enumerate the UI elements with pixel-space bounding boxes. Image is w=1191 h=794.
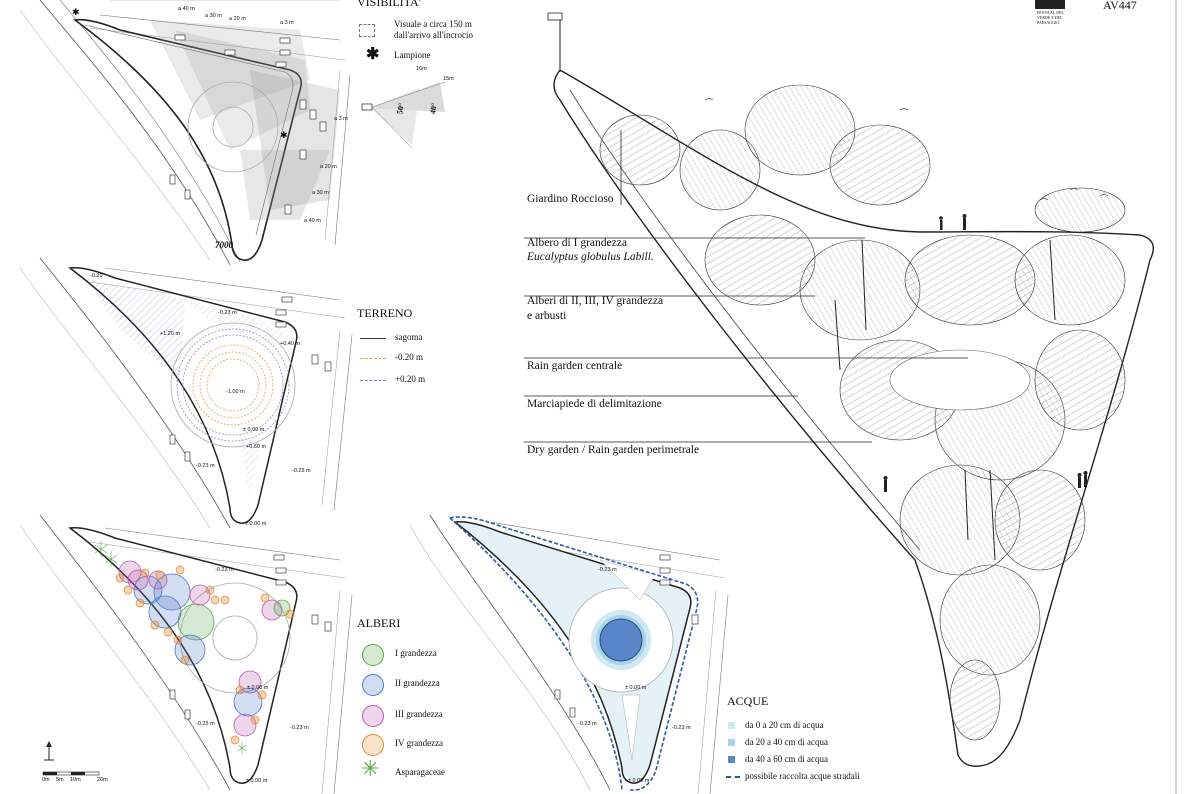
level-label: -0.23 m (578, 721, 597, 727)
dashed-square-icon (359, 24, 375, 37)
visibility-title: VISIBILITA' (357, 0, 421, 9)
water-legend-label: da 0 a 20 cm di acqua (745, 720, 824, 730)
terrain-title: TERRENO (357, 306, 413, 320)
svg-text:✱: ✱ (72, 7, 80, 17)
water-title: ACQUE (727, 694, 769, 708)
scale-label: 0m (42, 777, 50, 783)
level-label: -0.23 m (598, 567, 617, 573)
water-legend-label: da 20 a 40 cm di acqua (745, 737, 828, 747)
level-label: ± 0.00 m (628, 778, 650, 784)
perspective-sketch (547, 12, 1154, 767)
tree-size-1-icon (362, 644, 384, 666)
tree-legend-label: III grandezza (395, 709, 443, 719)
water-40-60-swatch (728, 756, 735, 763)
callout-trees-2-4: Alberi di II, III, IV grandezza (527, 295, 664, 307)
visibility-legend-label: Visuale a circa 150 m dall'arrivo all'in… (394, 19, 473, 40)
visibility-inset-diagram (361, 81, 446, 149)
distance-label: a 3 m (334, 116, 348, 122)
terrain-legend-label: sagoma (395, 332, 423, 342)
level-label: +0.40 m (280, 341, 301, 347)
terrain-legend-label: +0.20 m (395, 374, 426, 384)
callout-sidewalk: Marciapiede di delimitazione (527, 398, 662, 410)
inset-label-15m: 15m (443, 76, 454, 82)
plan-scale-number: 7000 (215, 240, 233, 250)
level-label: -0.23 m (215, 567, 234, 573)
level-label: -1.00 m (226, 389, 245, 395)
level-label: -0.23 m (196, 463, 215, 469)
level-label: -0.23 m (218, 310, 237, 316)
distance-label: a 3 m (280, 20, 294, 26)
distance-label: a 30 m (312, 190, 329, 196)
distance-label: a 40 m (178, 6, 195, 12)
tree-size-4-icon (362, 734, 384, 756)
asparagaceae-icon: ✳ (361, 756, 380, 781)
distance-label: a 40 m (304, 218, 321, 224)
tree-legend-label: I grandezza (395, 648, 437, 658)
road-water-line-icon (726, 776, 740, 778)
inset-label-16m: 16m (416, 66, 427, 72)
festival-logo (1035, 0, 1065, 9)
plan-trees (19, 514, 353, 794)
water-legend-label: possibile raccolta acque stradali (745, 771, 860, 781)
water-0-20-swatch (728, 722, 735, 729)
callout-rain-garden: Rain garden centrale (527, 360, 623, 372)
terrain-legend-label: -0.20 m (395, 352, 423, 362)
svg-text:✱: ✱ (280, 130, 288, 140)
distance-label: a 20 m (320, 164, 337, 170)
distance-label: a 30 m (205, 13, 222, 19)
callout-rock-garden: Giardino Roccioso (527, 193, 614, 205)
callout-tree-1: Albero di I grandezza (527, 237, 627, 249)
distance-label: a 20 m (229, 16, 246, 22)
tree-size-3-icon (362, 705, 384, 727)
trees-title: ALBERI (357, 616, 401, 630)
water-20-40-swatch (728, 739, 735, 746)
level-label: ± 0.00 m (625, 685, 647, 691)
inset-label-50deg: 50° (395, 102, 407, 115)
level-label: +1.20 m (160, 331, 181, 337)
water-legend-label: da 40 a 60 cm di acqua (745, 754, 828, 764)
logo-text: FESTIVAL DEL VERDE E DEL PAESAGGIO (1037, 10, 1064, 25)
level-label: -0.23 m (196, 721, 215, 727)
level-label: ± 0.00 m (245, 521, 267, 527)
plus-line-icon (360, 380, 386, 381)
tree-size-2-icon (362, 674, 384, 696)
callout-shrubs: e arbusti (527, 310, 567, 322)
callout-eucalyptus: Eucalyptus globulus Labill. (527, 251, 654, 263)
plan-water (409, 514, 729, 794)
level-label: -0.23 m (290, 725, 309, 731)
plan-visibility: ✱ ✱ (19, 0, 351, 266)
level-label: +0.60 m (246, 444, 267, 450)
tree-legend-label: Asparagaceae (395, 767, 445, 777)
level-label: -0.23 m (292, 468, 311, 474)
sagoma-line-icon (360, 338, 386, 339)
asterisk-icon: ✱ (366, 46, 380, 63)
scale-bar (42, 741, 100, 776)
lamppost-legend-label: Lampione (394, 50, 431, 60)
callout-dry-garden: Dry garden / Rain garden perimetrale (527, 444, 700, 456)
project-code: AV447 (1103, 0, 1137, 12)
scale-label: 20m (97, 777, 108, 783)
tree-legend-label: II grandezza (395, 678, 440, 688)
scale-label: 10m (70, 777, 81, 783)
level-label: ± 0.00 m (246, 778, 268, 784)
tree-legend-label: IV grandezza (395, 738, 444, 748)
callout-lines (524, 130, 968, 443)
inset-label-40deg: 40° (428, 102, 440, 115)
plan-terrain (19, 257, 353, 529)
minus-line-icon (360, 358, 386, 359)
level-label: -0.20 (90, 273, 103, 279)
level-label: ± 0.00 m (247, 685, 269, 691)
level-label: ± 0.00 m (243, 427, 265, 433)
scale-label: 5m (56, 777, 64, 783)
level-label: -0.23 m (672, 725, 691, 731)
